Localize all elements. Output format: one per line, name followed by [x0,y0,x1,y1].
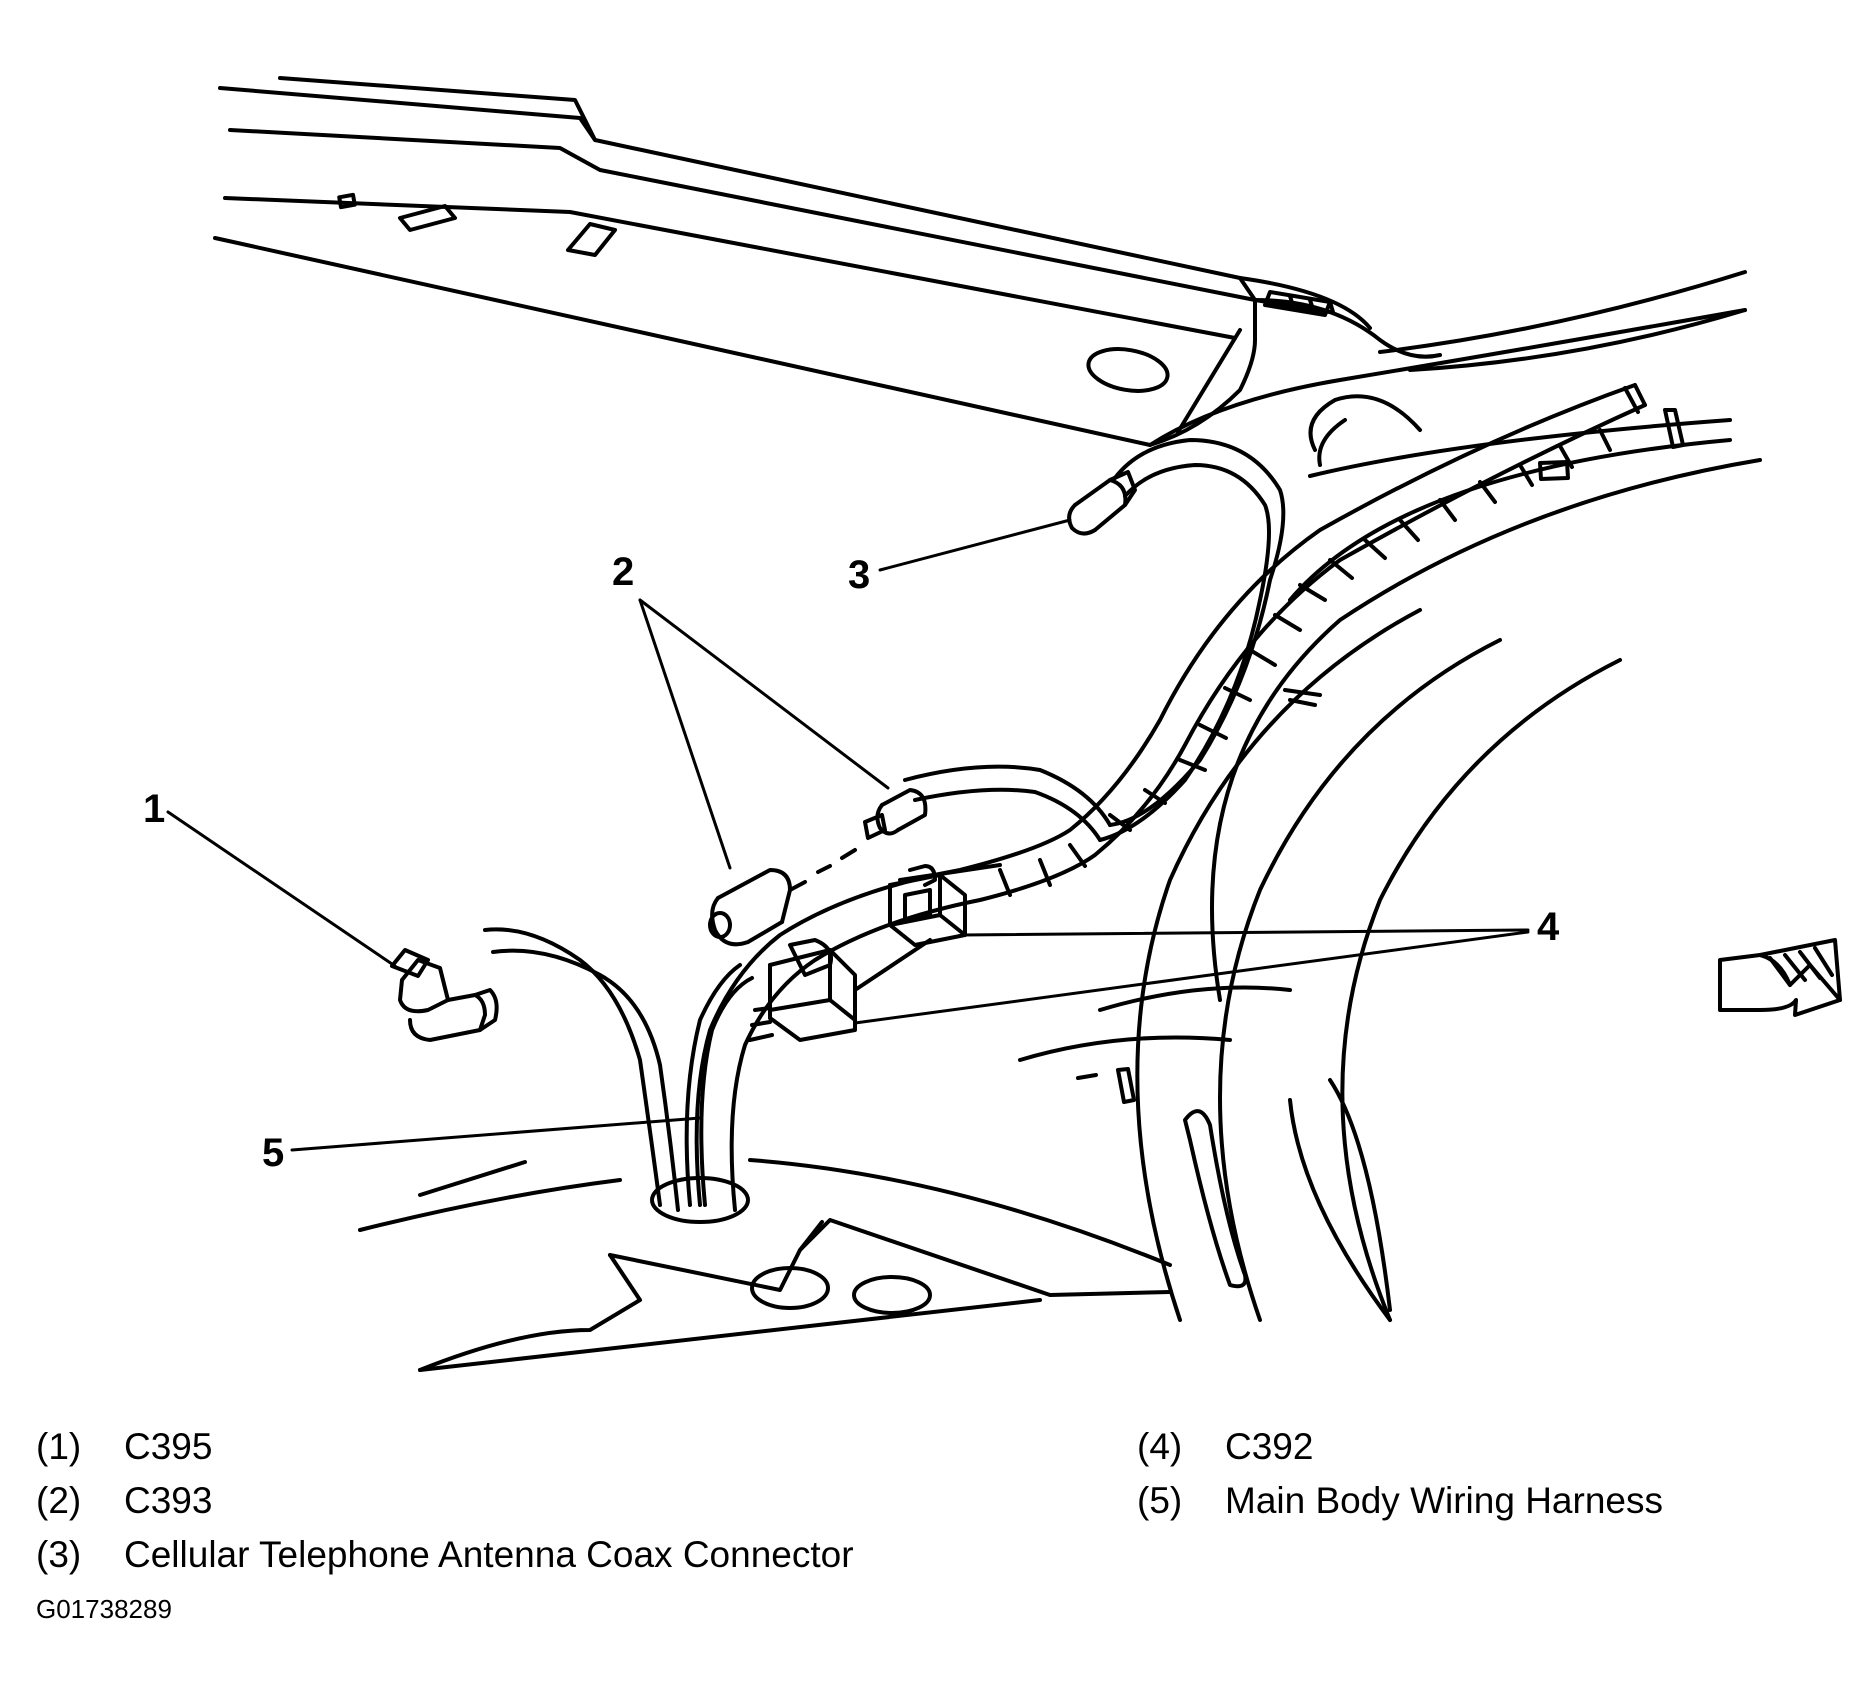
legend-item-4: (4) C392 [1137,1420,1663,1474]
leader-lines [166,518,1530,1152]
slots [1076,408,1685,1289]
callout-4: 4 [1537,905,1560,949]
rail-openings [337,192,1335,393]
legend-number: (4) [1137,1426,1183,1467]
legend-item-1: (1) C395 [36,1420,854,1474]
legend-number: (3) [36,1534,82,1575]
legend-item-3: (3) Cellular Telephone Antenna Coax Conn… [36,1528,854,1582]
legend-text: C395 [124,1426,213,1467]
pillar-and-door-opening [1135,308,1762,1322]
legend-item-2: (2) C393 [36,1474,854,1528]
legend-number: (1) [36,1426,82,1467]
callout-3: 3 [848,553,870,597]
callout-5: 5 [262,1131,284,1175]
legend-text: Cellular Telephone Antenna Coax Connecto… [124,1534,854,1575]
floor-panel [358,985,1292,1372]
legend-left-column: (1) C395 (2) C393 (3) Cellular Telephone… [36,1420,854,1582]
legend-text: C393 [124,1480,213,1521]
figure-id: G01738289 [36,1594,172,1624]
legend-number: (5) [1137,1480,1183,1521]
callout-2: 2 [612,550,634,594]
callout-1: 1 [143,787,165,831]
legend-right-column: (4) C392 (5) Main Body Wiring Harness [1137,1420,1663,1528]
coax-antenna-connector [1067,470,1137,536]
legend-number: (2) [36,1480,82,1521]
main-body-wiring-harness [694,383,1647,1212]
c395-connector [390,948,499,1042]
c393-connector [708,788,928,947]
direction-arrow-icon [1718,938,1842,1017]
legend-text: Main Body Wiring Harness [1225,1480,1663,1521]
legend-item-5: (5) Main Body Wiring Harness [1137,1474,1663,1528]
legend-text: C392 [1225,1426,1314,1467]
coax-cables [483,328,1286,1212]
upper-body-rail [213,76,1747,447]
harness-routing-diagram: 1 2 3 4 5 [143,76,1842,1372]
